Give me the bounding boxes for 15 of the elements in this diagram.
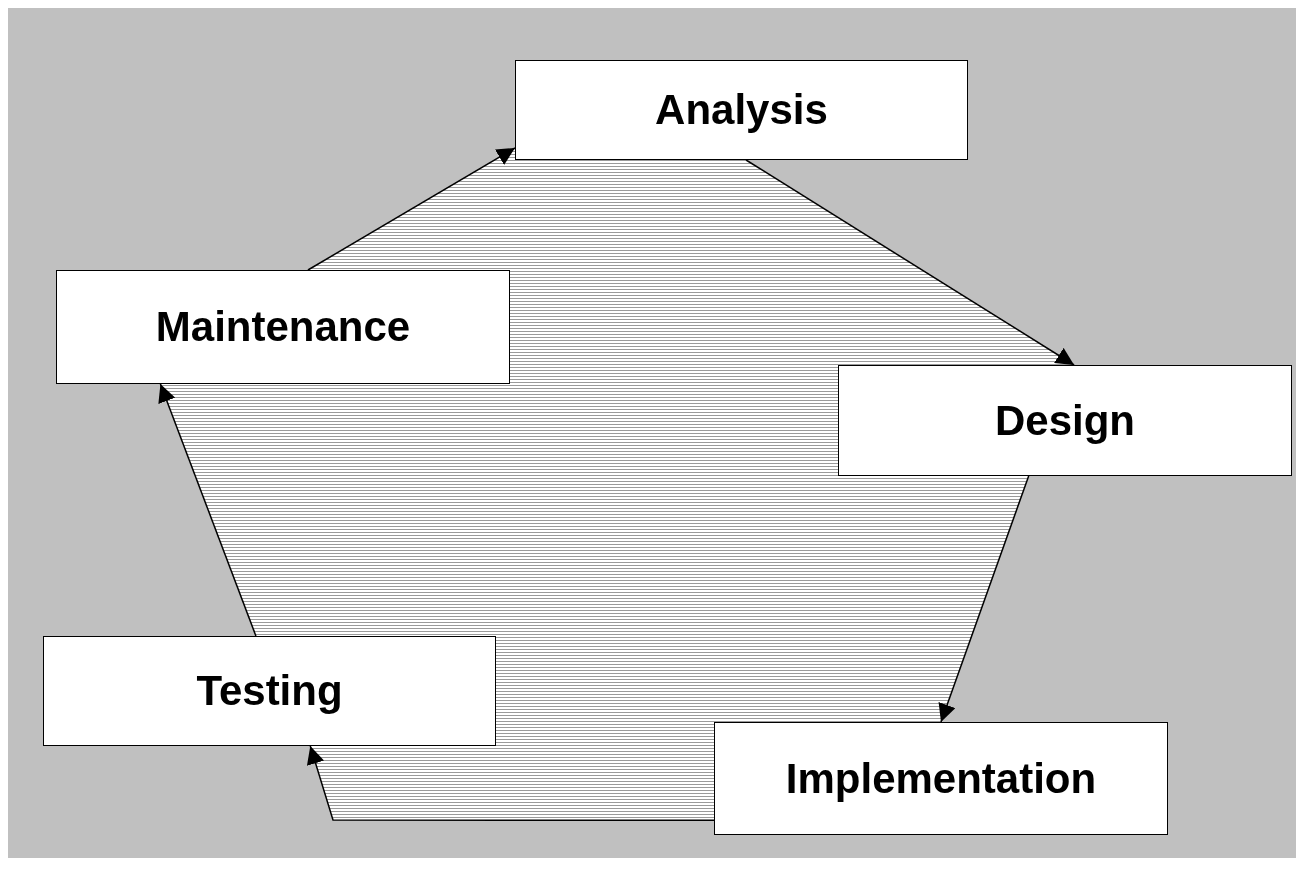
arrow — [745, 159, 1075, 366]
arrow — [307, 147, 516, 271]
box-label: Maintenance — [155, 303, 411, 351]
process-box — [56, 270, 510, 384]
box-label: Analysis — [655, 86, 828, 134]
box-label: Implementation — [785, 754, 1097, 803]
box-label: Testing — [196, 667, 343, 715]
arrow — [306, 745, 715, 822]
process-box — [515, 60, 968, 160]
arrow — [158, 383, 257, 637]
box-label: Design — [995, 396, 1135, 445]
arrow — [938, 475, 1030, 723]
process-box — [43, 636, 496, 746]
process-box — [838, 365, 1292, 476]
process-box — [714, 722, 1168, 835]
